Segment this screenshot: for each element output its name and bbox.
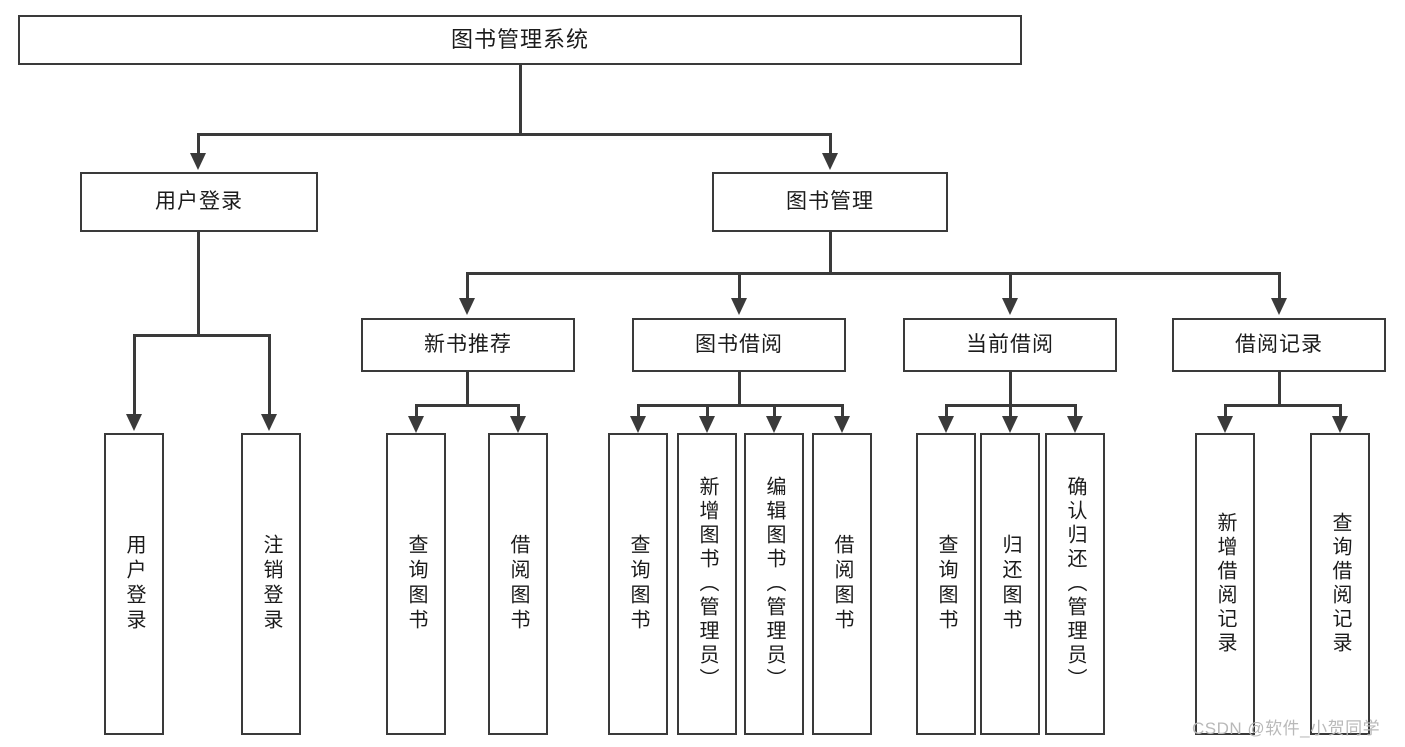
- edge-root-stem: [519, 65, 522, 135]
- node-label: 编辑图书（管理员）: [763, 476, 785, 692]
- node-label: 借阅记录: [1235, 332, 1323, 356]
- leaf-nb-query-book[interactable]: 查询图书: [386, 433, 446, 735]
- edge-user-login-bar: [133, 334, 268, 337]
- edge-borrow-record-bar: [1224, 404, 1341, 407]
- leaf-br-add-record[interactable]: 新增借阅记录: [1195, 433, 1255, 735]
- arrowhead-bb-leaf-3: [766, 416, 782, 433]
- edge-user-login-stem: [197, 232, 200, 336]
- edge-root-to-book-manage: [829, 133, 832, 155]
- arrowhead-bb-leaf-2: [699, 416, 715, 433]
- node-root-system[interactable]: 图书管理系统: [18, 15, 1022, 65]
- leaf-nb-borrow-book[interactable]: 借阅图书: [488, 433, 548, 735]
- leaf-user-login[interactable]: 用户登录: [104, 433, 164, 735]
- leaf-cb-return-book[interactable]: 归还图书: [980, 433, 1040, 735]
- leaf-bb-edit-book-admin[interactable]: 编辑图书（管理员）: [744, 433, 804, 735]
- edge-root-bar: [197, 133, 831, 136]
- node-label: 图书借阅: [695, 332, 783, 356]
- node-label: 查询图书: [627, 534, 649, 634]
- edge-cb-drop-2: [1009, 404, 1012, 418]
- node-label: 查询图书: [935, 534, 957, 634]
- edge-bb-drop-2: [706, 404, 709, 418]
- node-label: 查询借阅记录: [1329, 512, 1351, 656]
- node-label: 借阅图书: [831, 534, 853, 634]
- node-label: 查询图书: [405, 534, 427, 634]
- node-current-borrow[interactable]: 当前借阅: [903, 318, 1117, 372]
- edge-bb-drop-3: [773, 404, 776, 418]
- edge-br-drop-2: [1339, 404, 1342, 418]
- arrowhead-br-leaf-1: [1217, 416, 1233, 433]
- node-label: 借阅图书: [507, 534, 529, 634]
- arrowhead-br-leaf-2: [1332, 416, 1348, 433]
- node-label: 新增借阅记录: [1214, 512, 1236, 656]
- node-label: 新书推荐: [424, 332, 512, 356]
- node-borrow-record[interactable]: 借阅记录: [1172, 318, 1386, 372]
- node-label: 归还图书: [999, 534, 1021, 634]
- edge-to-current-borrow: [1009, 272, 1012, 300]
- edge-book-manage-bar: [466, 272, 1280, 275]
- node-book-management[interactable]: 图书管理: [712, 172, 948, 232]
- node-label: 图书管理系统: [450, 27, 589, 53]
- leaf-bb-borrow-book[interactable]: 借阅图书: [812, 433, 872, 735]
- leaf-logout[interactable]: 注销登录: [241, 433, 301, 735]
- edge-bb-drop-4: [841, 404, 844, 418]
- arrowhead-current-borrow: [1002, 298, 1018, 315]
- edge-to-borrow-record: [1278, 272, 1281, 300]
- edge-cb-drop-3: [1074, 404, 1077, 418]
- arrowhead-leaf-logout: [261, 414, 277, 431]
- node-label: 新增图书（管理员）: [696, 476, 718, 692]
- edge-new-book-bar: [415, 404, 519, 407]
- arrowhead-book-manage: [822, 153, 838, 170]
- node-book-borrow[interactable]: 图书借阅: [632, 318, 846, 372]
- arrowhead-cb-leaf-3: [1067, 416, 1083, 433]
- leaf-cb-confirm-return-admin[interactable]: 确认归还（管理员）: [1045, 433, 1105, 735]
- edge-current-borrow-stem: [1009, 372, 1012, 406]
- node-new-book-recommend[interactable]: 新书推荐: [361, 318, 575, 372]
- edge-book-borrow-bar: [637, 404, 843, 407]
- arrowhead-book-borrow: [731, 298, 747, 315]
- arrowhead-user-login: [190, 153, 206, 170]
- csdn-watermark: CSDN @软件_小贺同学: [1192, 719, 1381, 738]
- node-label: 用户登录: [123, 534, 145, 634]
- arrowhead-nb-leaf-1: [408, 416, 424, 433]
- leaf-cb-query-book[interactable]: 查询图书: [916, 433, 976, 735]
- arrowhead-borrow-record: [1271, 298, 1287, 315]
- node-label: 确认归还（管理员）: [1064, 476, 1086, 692]
- node-label: 注销登录: [260, 534, 282, 634]
- arrowhead-cb-leaf-2: [1002, 416, 1018, 433]
- arrowhead-leaf-user-login: [126, 414, 142, 431]
- edge-cb-drop-1: [945, 404, 948, 418]
- arrowhead-nb-leaf-2: [510, 416, 526, 433]
- node-label: 当前借阅: [966, 332, 1054, 356]
- leaf-bb-add-book-admin[interactable]: 新增图书（管理员）: [677, 433, 737, 735]
- edge-borrow-record-stem: [1278, 372, 1281, 406]
- node-label: 用户登录: [155, 189, 243, 213]
- arrowhead-bb-leaf-4: [834, 416, 850, 433]
- edge-br-drop-1: [1224, 404, 1227, 418]
- edge-book-manage-stem: [829, 232, 832, 274]
- leaf-br-query-record[interactable]: 查询借阅记录: [1310, 433, 1370, 735]
- edge-new-book-drop-1: [415, 404, 418, 418]
- edge-user-login-drop-2: [268, 334, 271, 416]
- edge-new-book-drop-2: [517, 404, 520, 418]
- arrowhead-new-book: [459, 298, 475, 315]
- arrowhead-cb-leaf-1: [938, 416, 954, 433]
- edge-book-borrow-stem: [738, 372, 741, 406]
- leaf-bb-query-book[interactable]: 查询图书: [608, 433, 668, 735]
- node-user-login[interactable]: 用户登录: [80, 172, 318, 232]
- edge-to-book-borrow: [738, 272, 741, 300]
- node-label: 图书管理: [786, 189, 874, 213]
- arrowhead-bb-leaf-1: [630, 416, 646, 433]
- edge-to-new-book: [466, 272, 469, 300]
- edge-user-login-drop-1: [133, 334, 136, 416]
- edge-root-to-user-login: [197, 133, 200, 155]
- edge-new-book-stem: [466, 372, 469, 406]
- edge-bb-drop-1: [637, 404, 640, 418]
